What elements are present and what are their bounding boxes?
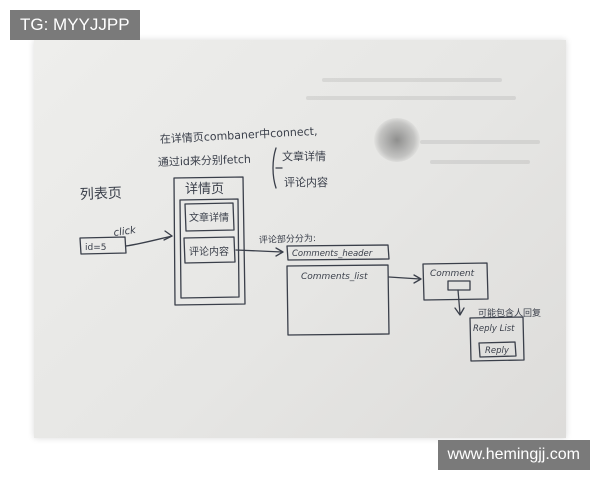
reply-note: 可能包含人回复 [478,307,541,319]
click-arrow [125,235,173,247]
reply-box-outline [478,341,517,358]
comment-label: Comment [430,269,475,279]
list-page-title: 列表页 [80,186,123,203]
comment-split-note: 评论部分分为: [259,232,316,246]
faint-background-text [420,140,540,144]
detail-inner-frame [179,198,240,299]
blurred-smudge [374,118,420,162]
comment-arrowhead [275,247,284,257]
detail-page-title: 详情页 [185,182,224,197]
note-article-detail: 文章详情 [282,149,326,163]
detail-comment-label: 评论内容 [189,245,229,258]
comments-list-arrow [388,276,421,280]
reply-down-arrow [457,289,461,315]
comments-list-label: Comments_list [301,272,368,282]
comment-inner-box [447,280,471,291]
comments-list-arrowhead [413,274,422,284]
note-comment-content: 评论内容 [284,175,328,189]
reply-down-arrowhead [454,307,465,316]
watermark-top-left: TG: MYYJJPP [10,10,140,40]
comments-header-outline [286,244,390,261]
detail-article-label: 文章详情 [189,211,229,224]
reply-label: Reply [485,346,510,356]
reply-list-outline [469,316,525,362]
comment-box-outline [183,236,236,264]
comment-arrow [235,249,283,253]
watermark-bottom-right: www.hemingjj.com [437,440,590,470]
click-arrowhead [163,230,173,241]
comments-list-outline [286,264,390,336]
notebook-paper [34,40,566,438]
faint-background-text [306,96,516,100]
comments-header-label: Comments_header [292,249,373,259]
note-bracket [272,147,277,189]
id-box-outline [79,236,127,255]
click-label: click [113,225,138,239]
faint-background-text [322,78,502,82]
note-line-2: 通过id来分别fetch [158,153,251,169]
reply-list-label: Reply List [473,324,515,334]
id-box-label: id=5 [85,243,106,253]
comment-component-outline [422,262,489,301]
note-line-1: 在详情页combaner中connect, [159,124,317,146]
faint-background-text [430,160,530,164]
detail-page-outline [173,176,246,306]
article-box-outline [184,202,235,232]
